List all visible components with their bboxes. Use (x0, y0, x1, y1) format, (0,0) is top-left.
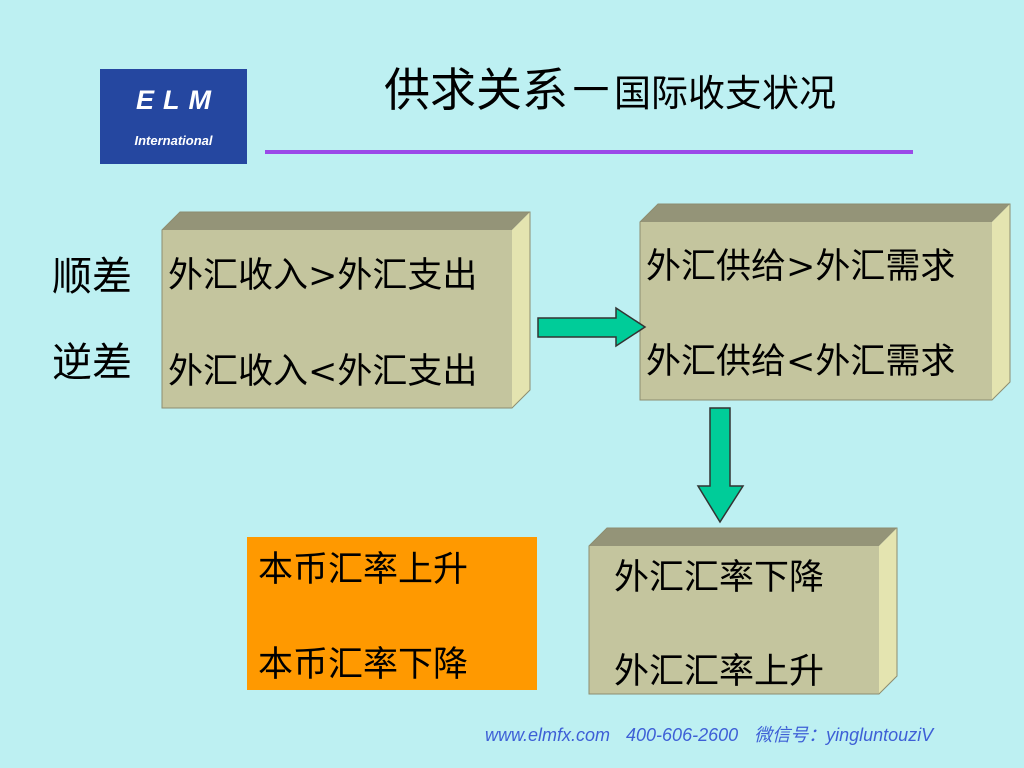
footer-website-link[interactable]: www.elmfx.com (485, 725, 611, 745)
supply-demand-box (639, 203, 1011, 401)
arrow-right-icon (537, 306, 647, 348)
footer-wechat-text: 微信号：yingluntouziV (754, 725, 934, 745)
title-underline (265, 150, 913, 154)
slide-title-main: 供求关系－ (384, 63, 614, 117)
elm-logo: ELM International (100, 69, 247, 164)
logo-brand-text: ELM (136, 85, 220, 115)
slide-title: 供求关系－国际收支状况 (384, 58, 836, 126)
fx-rate-box (588, 527, 898, 695)
label-deficit: 逆差 (52, 340, 132, 386)
footer-contact: www.elmfx.com 400-606-2600 微信号：yingluntouz… (485, 723, 933, 747)
arrow-down-icon (696, 407, 745, 524)
supply-below-demand-text: 外汇供给<外汇需求 (646, 342, 956, 382)
label-surplus: 顺差 (52, 254, 132, 300)
local-currency-rate-box (247, 537, 537, 690)
supply-exceeds-demand-text: 外汇供给>外汇需求 (646, 247, 956, 287)
fx-rate-fall-text: 外汇汇率下降 (614, 558, 825, 598)
fx-rate-rise-text: 外汇汇率上升 (614, 652, 825, 692)
income-surplus-text: 外汇收入>外汇支出 (168, 256, 478, 296)
income-box (161, 211, 531, 409)
footer-phone-text: 400-606-2600 (626, 725, 739, 745)
local-rate-fall-text: 本币汇率下降 (258, 645, 469, 685)
local-rate-rise-text: 本币汇率上升 (258, 550, 469, 590)
income-deficit-text: 外汇收入<外汇支出 (168, 352, 478, 392)
logo-subtitle-text: International (134, 133, 213, 148)
slide-title-sub: 国际收支状况 (614, 72, 836, 115)
